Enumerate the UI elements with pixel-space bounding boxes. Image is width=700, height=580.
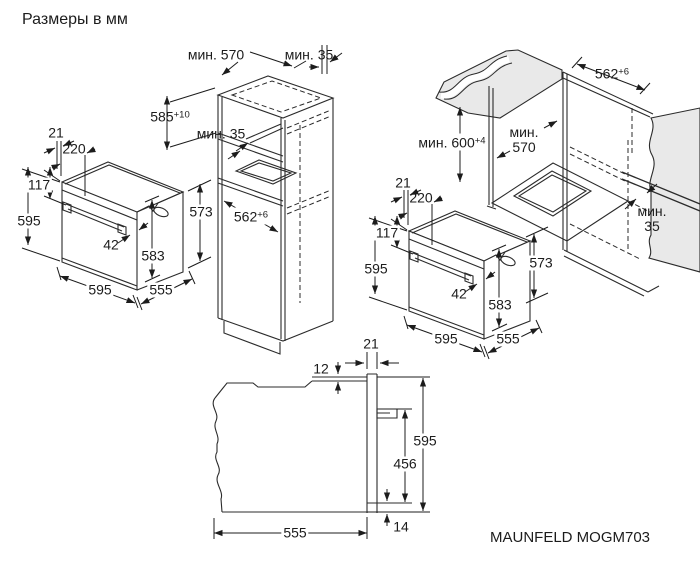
dim-oven-left-panel-height: 117	[25, 176, 53, 193]
dim-oven-left-depth: 555	[147, 281, 175, 298]
dim-tall-side-clearance: 573	[187, 203, 215, 220]
dim-oven-right-handle-depth: 42	[451, 285, 467, 302]
dim-side-door-thickness: 21	[363, 335, 379, 352]
dim-oven-right-height: 595	[362, 260, 390, 277]
dim-oven-left-top-depth: 220	[62, 140, 86, 157]
dim-side-inner-height: 456	[391, 455, 419, 472]
dim-base-niche-width: 562+6	[594, 65, 630, 82]
tall-cabinet-outline	[216, 75, 335, 355]
dim-oven-left-door-thickness: 21	[48, 124, 64, 141]
dim-side-top-step: 12	[313, 360, 329, 377]
dim-side-height: 595	[411, 432, 439, 449]
dim-tall-top-gap: мин. 35	[284, 46, 334, 63]
dim-oven-right-panel-height: 117	[373, 224, 401, 241]
dim-tall-niche-height: 585+10	[150, 108, 190, 125]
dim-side-depth: 555	[281, 524, 309, 541]
dim-base-rear-gap: мин.35	[637, 203, 667, 234]
dim-oven-right-width: 595	[432, 330, 460, 347]
dim-oven-left-body-height: 583	[139, 247, 167, 264]
dim-oven-right-door-thickness: 21	[395, 174, 411, 191]
dim-oven-right-depth: 555	[494, 330, 522, 347]
model-label: MAUNFELD MOGM703	[490, 529, 651, 546]
dim-base-height-min: мин. 600+4	[416, 133, 488, 151]
dim-base-depth-min: мин.570	[509, 124, 539, 155]
dim-oven-right-top-depth: 220	[409, 189, 433, 206]
oven-left-outline	[61, 161, 185, 291]
dim-oven-right-body-height: 583	[486, 296, 514, 313]
base-cabinet-outline	[435, 49, 700, 297]
dim-tall-depth-min: мин. 570	[187, 46, 245, 63]
side-view-outline	[212, 373, 412, 513]
oven-right-outline	[407, 210, 532, 340]
side-view-dimension-lines	[213, 352, 430, 539]
dim-oven-left-height: 595	[15, 212, 43, 229]
dim-tall-shelf-gap: мин. 35	[196, 125, 246, 142]
oven-right-dimension-lines	[368, 188, 549, 360]
dim-oven-right-side-clearance: 573	[527, 254, 555, 271]
dim-oven-left-width: 595	[86, 281, 114, 298]
dim-oven-left-handle-depth: 42	[103, 236, 119, 253]
dim-tall-inner-width: 562+6	[231, 207, 271, 225]
page-title: Размеры в мм	[22, 11, 128, 28]
dim-side-bottom-gap: 14	[393, 518, 409, 535]
tall-cabinet-dimension-lines	[163, 45, 343, 269]
